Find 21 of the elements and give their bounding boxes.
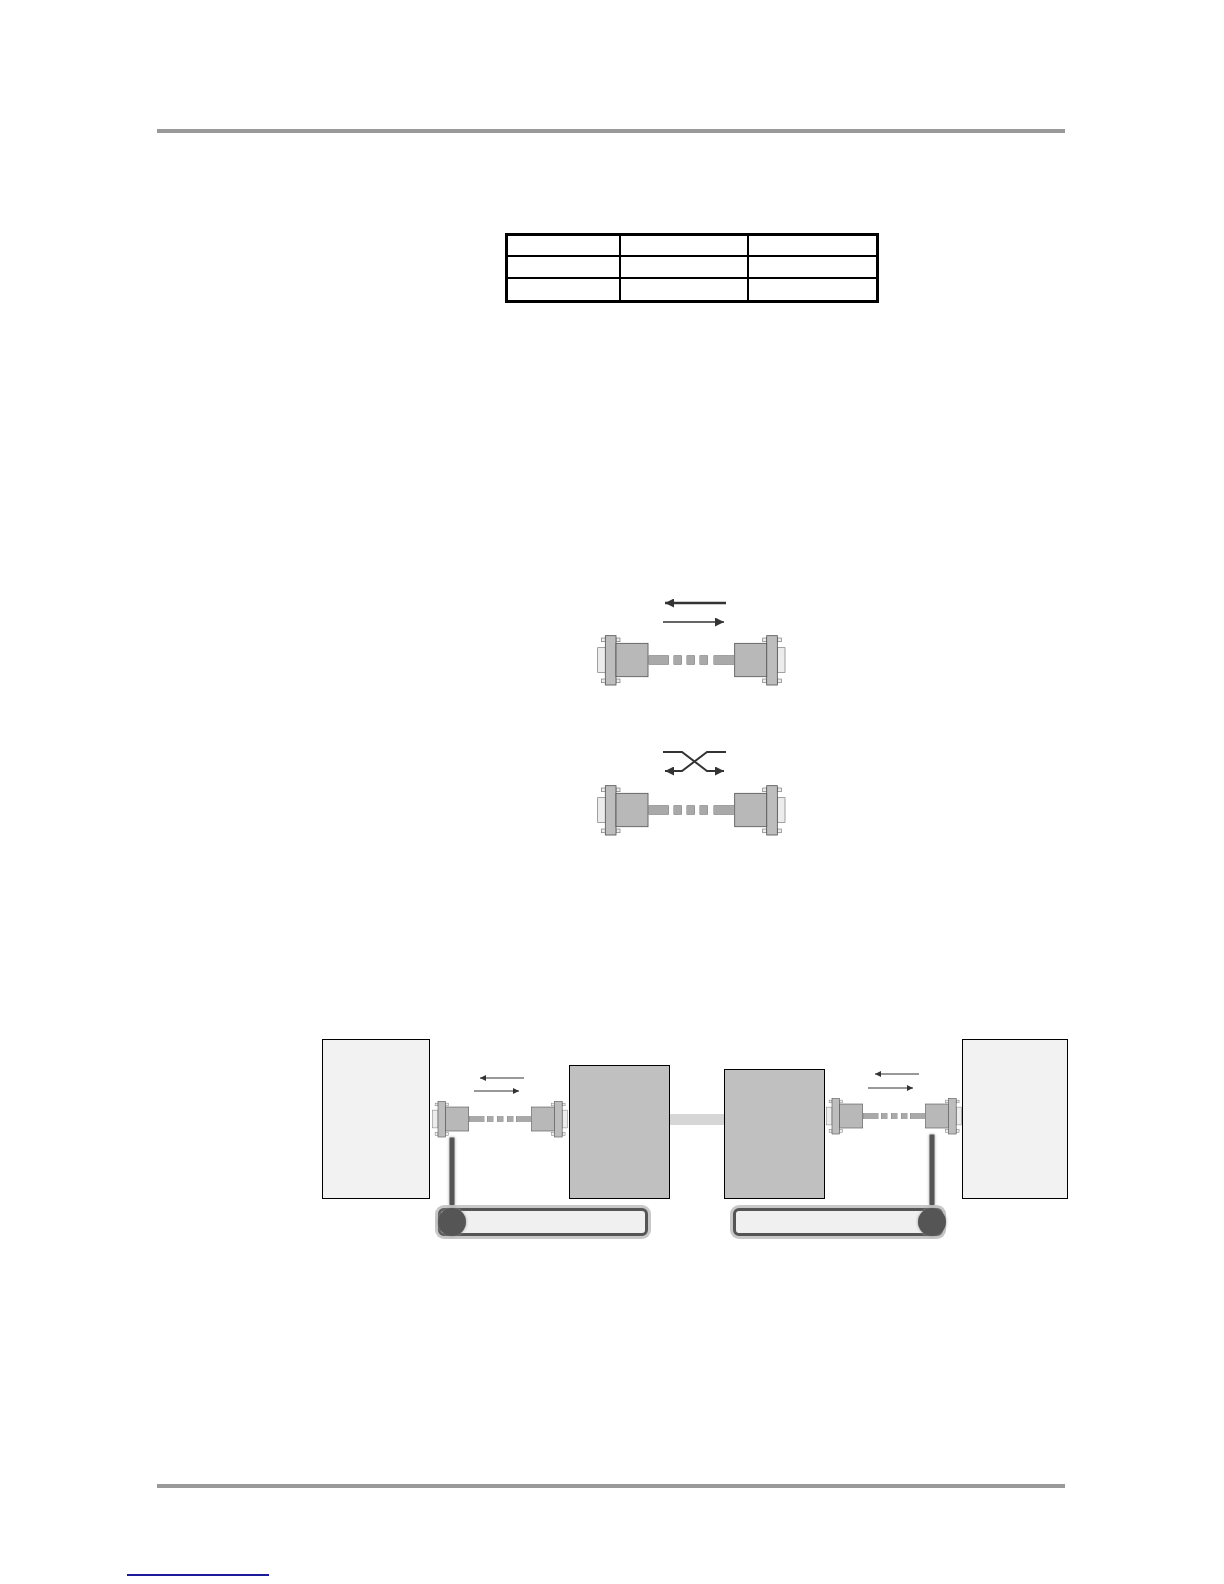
serial-connector <box>734 785 786 836</box>
serial-cable <box>469 1116 531 1122</box>
serial-connector <box>597 785 649 836</box>
serial-cable <box>863 1113 925 1119</box>
link-cable <box>670 1114 724 1125</box>
serial-connector <box>925 1098 963 1135</box>
serial-cable <box>648 655 734 665</box>
modem-box <box>724 1069 825 1199</box>
device-box <box>962 1039 1068 1199</box>
modem-box <box>569 1065 670 1199</box>
serial-connector <box>826 1098 864 1135</box>
device-box <box>322 1039 430 1199</box>
callout-bar <box>435 1205 651 1239</box>
leader-line <box>918 1134 946 1236</box>
serial-connector <box>531 1101 569 1138</box>
callout-bar <box>730 1205 946 1239</box>
serial-connector <box>734 635 786 686</box>
serial-connector <box>432 1101 470 1138</box>
serial-connector <box>597 635 649 686</box>
serial-cable <box>648 805 734 815</box>
leader-line <box>438 1137 466 1236</box>
